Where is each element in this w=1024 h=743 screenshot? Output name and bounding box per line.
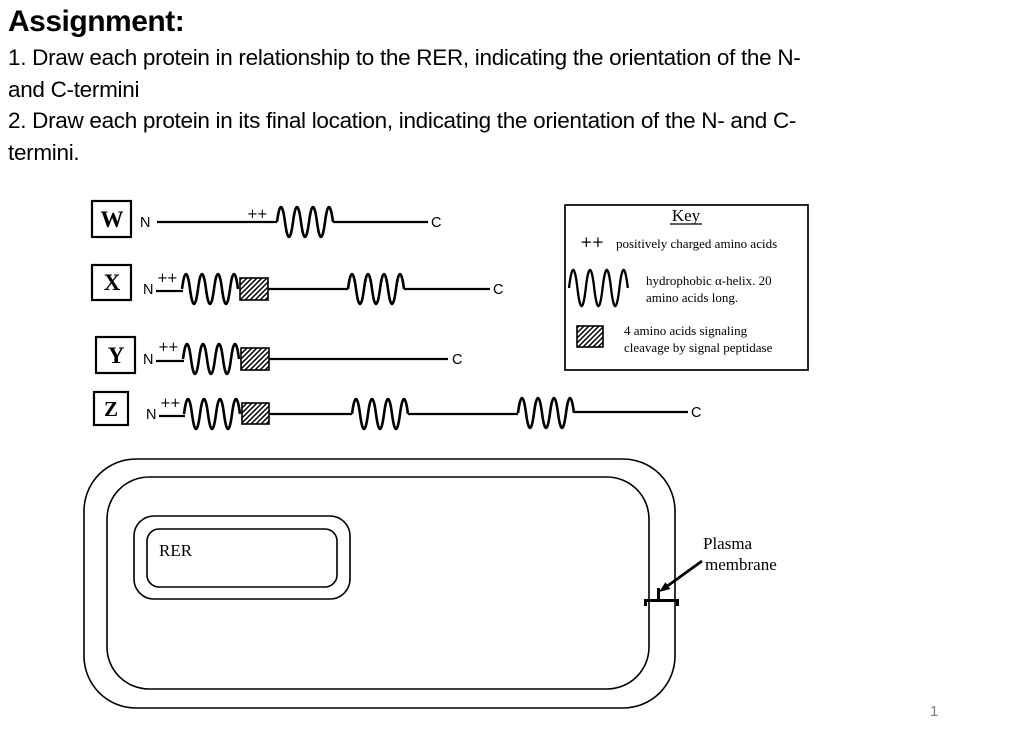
instruction-1-line-1: 1. Draw each protein in relationship to … xyxy=(8,45,801,70)
protein-label-box xyxy=(90,199,133,239)
protein-row-y: Y N ++ C xyxy=(94,335,462,376)
plasma-membrane-label-1: Plasma xyxy=(703,534,753,553)
positive-charge-icon: ++ xyxy=(157,271,177,286)
plasma-membrane-inner-line xyxy=(106,476,650,690)
key-entry-helix-label-1: hydrophobic α-helix. 20 xyxy=(646,273,772,288)
cleavage-site-box-icon xyxy=(576,325,604,348)
hydrophobic-helix-icon xyxy=(350,397,410,431)
key-entry-cleavage-label-2: cleavage by signal peptidase xyxy=(624,340,773,355)
protein-letter: Y xyxy=(108,343,125,368)
positive-charge-icon: ++ xyxy=(160,396,180,411)
key-box xyxy=(564,204,809,371)
hydrophobic-helix-icon xyxy=(181,342,241,376)
protein-row-x: X N ++ C xyxy=(90,263,503,306)
n-terminus-label: N xyxy=(146,407,156,423)
rer-label: RER xyxy=(159,541,193,560)
c-terminus-label: C xyxy=(691,405,701,421)
hydrophobic-helix-icon xyxy=(275,205,335,239)
membrane-bracket xyxy=(644,599,679,606)
rer-outer-membrane xyxy=(133,515,351,600)
positive-charge-icon: ++ xyxy=(247,207,267,222)
rer-inner-membrane xyxy=(146,528,338,588)
key-title: Key xyxy=(672,206,701,225)
instruction-2-line-1: 2. Draw each protein in its final locati… xyxy=(8,108,797,133)
cell-diagram: RER Plasma membrane xyxy=(83,458,777,709)
page-title: Assignment: xyxy=(8,5,185,38)
c-terminus-label: C xyxy=(431,215,441,231)
cleavage-site-box-icon xyxy=(240,347,270,371)
positive-charge-icon: ++ xyxy=(158,340,178,355)
protein-row-z: Z N ++ C xyxy=(92,390,701,431)
hydrophobic-helix-icon xyxy=(567,268,630,308)
cleavage-site-box-icon xyxy=(241,402,270,425)
positive-charge-icon: ++ xyxy=(580,233,603,251)
key-entry-cleavage-label-1: 4 amino acids signaling xyxy=(624,323,748,338)
protein-label-box xyxy=(92,390,130,427)
plasma-membrane-label-2: membrane xyxy=(705,555,777,574)
key-entry-positive-label: positively charged amino acids xyxy=(616,236,777,251)
c-terminus-label: C xyxy=(493,282,503,298)
hydrophobic-helix-icon xyxy=(346,272,406,306)
key-entry-helix-label-2: amino acids long. xyxy=(646,290,738,305)
cleavage-site-box-icon xyxy=(239,277,269,301)
key-legend: Key ++ positively charged amino acids hy… xyxy=(564,204,809,371)
hydrophobic-helix-icon xyxy=(516,396,576,430)
assignment-header: Assignment: 1. Draw each protein in rela… xyxy=(8,2,1022,168)
plasma-membrane-arrowhead xyxy=(659,582,671,592)
plasma-membrane-arrow xyxy=(665,559,703,589)
protein-row-w: W N ++ C xyxy=(90,199,441,239)
protein-letter: Z xyxy=(104,397,118,421)
hydrophobic-helix-icon xyxy=(182,397,242,431)
n-terminus-label: N xyxy=(143,352,153,368)
instruction-2-line-2: termini. xyxy=(8,139,80,165)
protein-letter: X xyxy=(104,270,121,295)
c-terminus-label: C xyxy=(452,352,462,368)
instruction-1-line-2: and C-termini xyxy=(8,76,140,102)
protein-label-box xyxy=(94,335,137,375)
n-terminus-label: N xyxy=(140,215,150,231)
protein-letter: W xyxy=(101,207,124,232)
protein-label-box xyxy=(90,263,133,302)
hydrophobic-helix-icon xyxy=(180,272,240,306)
plasma-membrane-outer-line xyxy=(83,458,676,709)
n-terminus-label: N xyxy=(143,282,153,298)
page-number: 1 xyxy=(930,703,939,720)
